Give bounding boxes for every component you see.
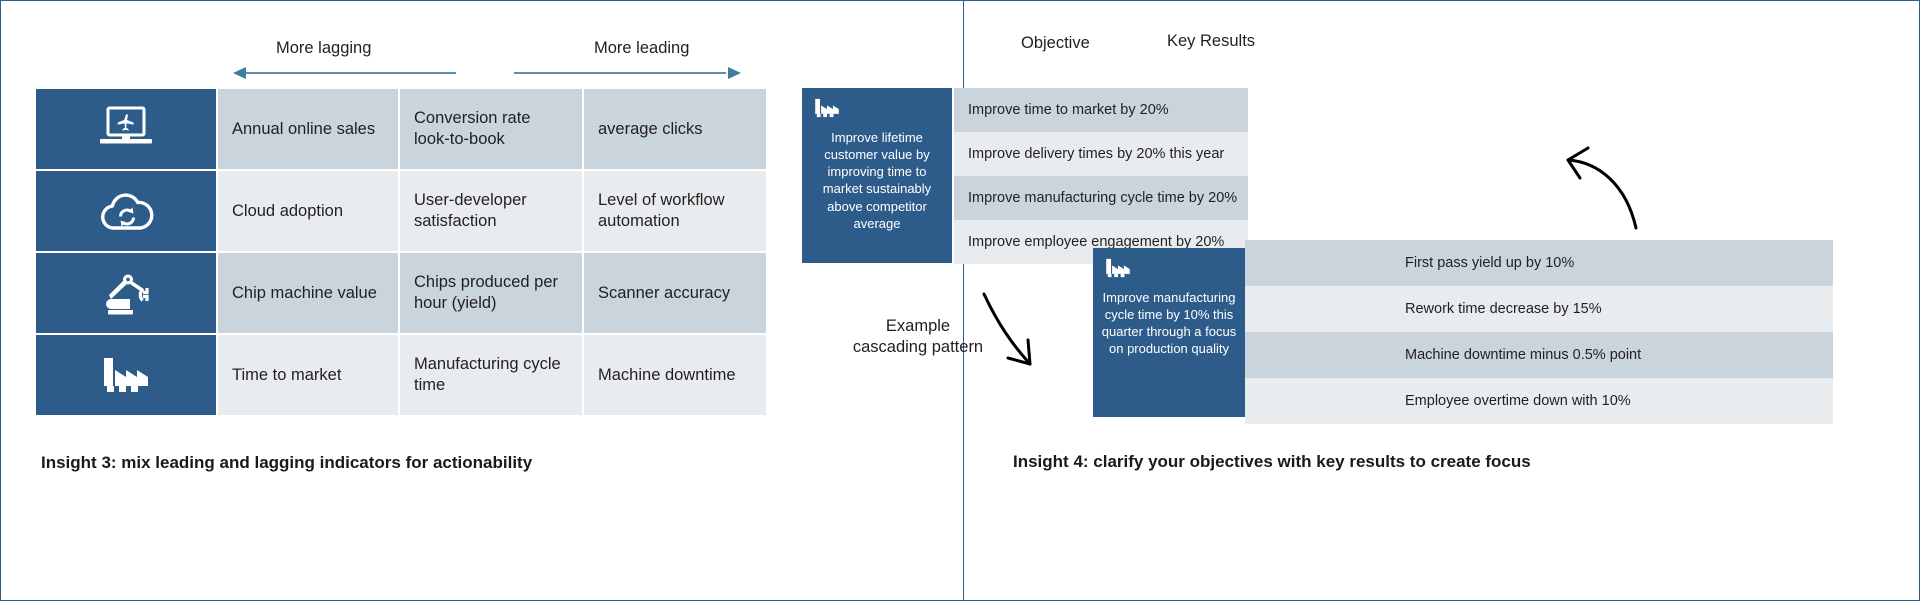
list-item[interactable]: Improve manufacturing cycle time by 20%: [954, 176, 1248, 220]
table-row: Annual online sales Conversion rate look…: [36, 89, 766, 169]
table-row: Chip machine value Chips produced per ho…: [36, 253, 766, 333]
left-panel: More lagging More leading Annual online …: [0, 0, 963, 601]
indicator-matrix: Annual online sales Conversion rate look…: [36, 89, 766, 415]
factory-icon: [1093, 256, 1133, 285]
cascade-annotation: Example cascading pattern: [848, 316, 988, 359]
cell-lagging: Chip machine value: [218, 253, 398, 333]
cascade-label-line2: cascading pattern: [852, 338, 984, 357]
cell-middle: Chips produced per hour (yield): [400, 253, 582, 333]
lagging-arrow-line: [244, 72, 456, 74]
cell-middle: User-developer satisfaction: [400, 171, 582, 251]
axis-label-leading: More leading: [594, 39, 690, 57]
table-row: Cloud adoption User-developer satisfacti…: [36, 171, 766, 251]
key-results-list-2: First pass yield up by 10% Rework time d…: [1245, 240, 1833, 424]
list-item[interactable]: Employee overtime down with 10%: [1245, 378, 1833, 424]
list-item[interactable]: Machine downtime minus 0.5% point: [1245, 332, 1833, 378]
right-panel-caption: Insight 4: clarify your objectives with …: [1013, 452, 1531, 471]
objective-card-2[interactable]: Improve manufacturing cycle time by 10% …: [1093, 248, 1245, 417]
key-results-list-1: Improve time to market by 20% Improve de…: [954, 88, 1248, 264]
cell-leading: Machine downtime: [584, 335, 766, 415]
lagging-arrow-head-icon: [233, 66, 246, 79]
factory-icon: [802, 96, 842, 125]
factory-icon: [36, 335, 216, 415]
leading-arrow-line: [514, 72, 726, 74]
objective-card-1[interactable]: Improve lifetime customer value by impro…: [802, 88, 952, 263]
axis-label-lagging: More lagging: [276, 39, 372, 57]
column-header-objective-label: Objective: [1021, 34, 1090, 52]
list-item[interactable]: Improve delivery times by 20% this year: [954, 132, 1248, 176]
table-row: Time to market Manufacturing cycle time …: [36, 335, 766, 415]
list-item[interactable]: First pass yield up by 10%: [1245, 240, 1833, 286]
laptop-airplane-icon: [36, 89, 216, 169]
cell-lagging: Time to market: [218, 335, 398, 415]
cell-leading: Scanner accuracy: [584, 253, 766, 333]
leading-arrow-head-icon: [728, 66, 741, 79]
robot-arm-icon: [36, 253, 216, 333]
cloud-sync-icon: [36, 171, 216, 251]
left-panel-caption: Insight 3: mix leading and lagging indic…: [41, 453, 533, 472]
cell-leading: Level of workflow automation: [584, 171, 766, 251]
cell-middle: Conversion rate look-to-book: [400, 89, 582, 169]
column-header-key-results-label: Key Results: [1167, 32, 1256, 50]
objective-text: Improve manufacturing cycle time by 10% …: [1101, 290, 1237, 357]
cell-middle: Manufacturing cycle time: [400, 335, 582, 415]
list-item[interactable]: Improve time to market by 20%: [954, 88, 1248, 132]
cell-lagging: Cloud adoption: [218, 171, 398, 251]
objective-text: Improve lifetime customer value by impro…: [822, 130, 932, 231]
cell-lagging: Annual online sales: [218, 89, 398, 169]
cascade-label-line1: Example: [885, 317, 951, 335]
list-item[interactable]: Rework time decrease by 15%: [1245, 286, 1833, 332]
cell-leading: average clicks: [584, 89, 766, 169]
